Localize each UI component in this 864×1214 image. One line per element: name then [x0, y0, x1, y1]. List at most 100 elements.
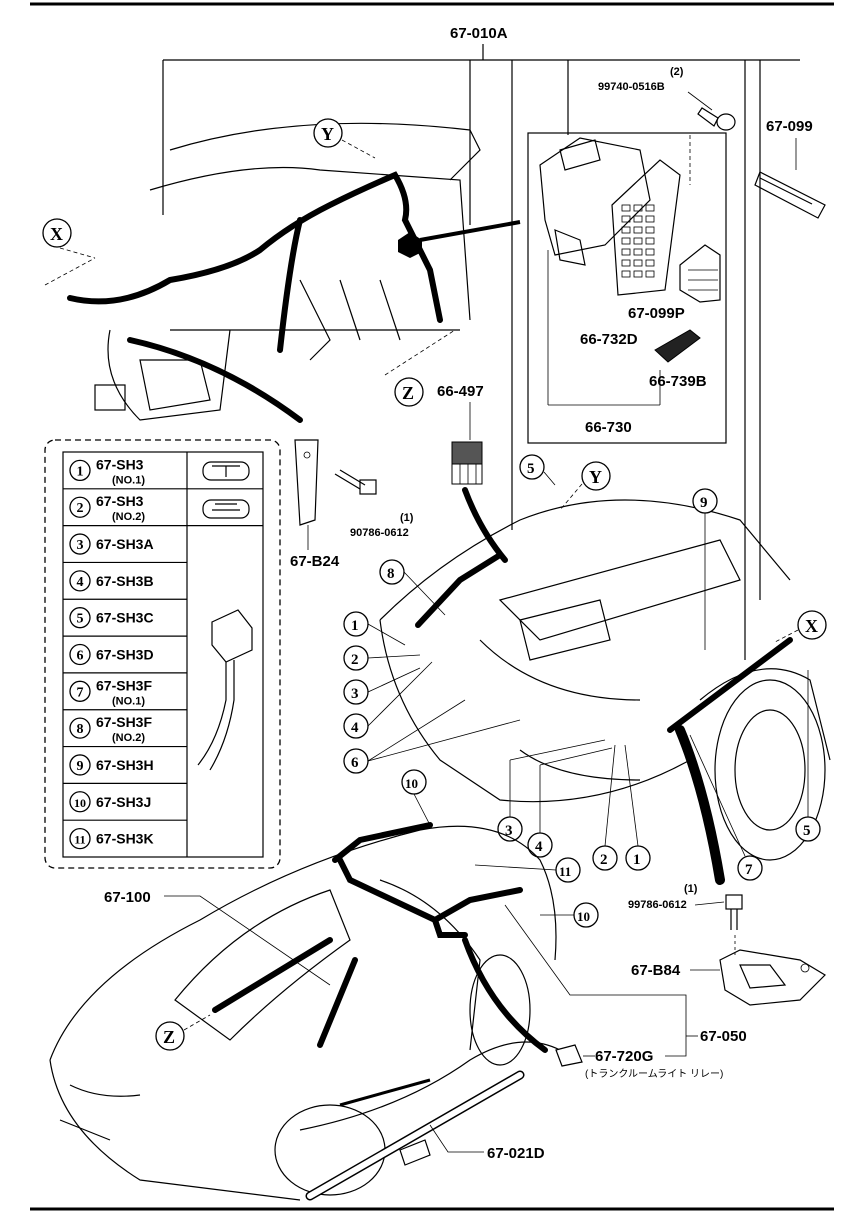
legend-frame — [44, 439, 281, 869]
clip-icon-no2 — [202, 499, 250, 519]
leader-67-010A — [162, 44, 800, 660]
legend-part: 67-SH3A — [96, 536, 154, 552]
legend-num: 2 — [77, 501, 84, 516]
bolt-99786-0612-illustration — [725, 894, 743, 930]
legend-num-circle — [69, 496, 91, 518]
legend-num: 11 — [74, 833, 85, 847]
ref-7 — [737, 855, 763, 881]
legend-num: 7 — [77, 685, 84, 700]
clip-legend-table — [62, 451, 264, 858]
svg-text:1: 1 — [633, 852, 641, 868]
callout-66-739B: 66-739B — [649, 373, 707, 390]
callout-66-730: 66-730 — [585, 419, 632, 436]
screw-illustration — [697, 107, 736, 131]
bolt-90786-0612-illustration — [334, 469, 377, 495]
svg-text:6: 6 — [351, 755, 359, 771]
dash-harness-branch — [277, 217, 303, 353]
legend-part: 67-SH3F — [96, 714, 152, 730]
view-marker-z-upper — [394, 377, 424, 407]
engine-bay-illustration — [379, 499, 831, 861]
legend-num: 5 — [77, 612, 84, 627]
harness-to-bracket — [675, 725, 725, 885]
legend-num: 6 — [77, 649, 84, 664]
view-marker-z-lower — [155, 1021, 185, 1051]
callout-90786-0612: 90786-0612 — [350, 527, 409, 539]
legend-num-circle — [69, 754, 91, 776]
legend-part: 67-SH3H — [96, 757, 154, 773]
legend-part: 67-SH3 — [96, 493, 144, 509]
callout-screw-qty: (2) — [670, 66, 684, 78]
legend-num: 8 — [77, 722, 84, 737]
svg-text:4: 4 — [351, 720, 359, 736]
clip-icon-generic — [197, 609, 253, 771]
ref-circles: 1 2 3 4 6 8 5 9 3 4 2 — [343, 454, 821, 928]
bracket-67-B24-illustration — [294, 439, 319, 526]
legend-sub: (NO.2) — [112, 732, 145, 744]
svg-text:X: X — [805, 616, 818, 636]
svg-text:2: 2 — [351, 652, 359, 668]
legend-part: 67-SH3 — [96, 456, 144, 472]
legend-num: 1 — [77, 464, 84, 479]
legend-num-circle — [69, 827, 91, 850]
callout-67-099P: 67-099P — [628, 305, 685, 322]
fuse-cluster-67-099P — [679, 244, 721, 303]
legend-num-circle — [69, 533, 91, 555]
callout-67-099: 67-099 — [766, 118, 813, 135]
legend-num: 4 — [77, 575, 84, 590]
legend-part: 67-SH3D — [96, 647, 154, 663]
legend-part: 67-SH3J — [96, 794, 151, 810]
ref-5-top — [519, 454, 545, 480]
svg-text:2: 2 — [600, 852, 608, 868]
clip-icon-no1 — [202, 461, 250, 481]
dashboard-illustration — [94, 122, 481, 421]
svg-text:4: 4 — [535, 839, 543, 855]
legend-part: 67-SH3K — [96, 831, 154, 847]
svg-text:Y: Y — [589, 467, 602, 487]
relay-67-720G-illustration — [555, 1044, 583, 1067]
svg-text:9: 9 — [700, 495, 708, 511]
fuse-box-detail-frame — [527, 132, 727, 444]
view-marker-x-upper — [42, 218, 72, 248]
callout-66-497: 66-497 — [437, 383, 484, 400]
callout-67-100: 67-100 — [104, 889, 151, 906]
legend-rows: 1 67-SH3 (NO.1) 2 67-SH3 (NO.2) 3 67-SH3A 4 67-SH… — [63, 456, 263, 850]
x-harness-segment — [667, 637, 793, 733]
callout-67-720G: 67-720G — [595, 1048, 653, 1065]
svg-text:10: 10 — [405, 776, 418, 791]
callout-67-010A: 67-010A — [450, 25, 508, 42]
legend-num-circle — [69, 680, 91, 702]
legend-num-circle — [69, 717, 91, 739]
svg-text:1: 1 — [351, 618, 359, 634]
legend-part: 67-SH3C — [96, 610, 154, 626]
callout-99786-0612: 99786-0612 — [628, 899, 687, 911]
callout-66-732D: 66-732D — [580, 331, 638, 348]
dash-harness-lower — [127, 337, 303, 423]
legend-num-circle — [69, 791, 91, 813]
fuse-puller-66-739B — [654, 329, 701, 363]
svg-text:11: 11 — [559, 864, 571, 879]
view-marker-y-upper — [313, 118, 343, 148]
callout-67-050: 67-050 — [700, 1028, 747, 1045]
legend-num-circle — [69, 607, 91, 629]
svg-text:Y: Y — [321, 124, 334, 144]
svg-text:10: 10 — [577, 909, 590, 924]
bracket-67-B84-illustration — [719, 949, 826, 1006]
legend-sub: (NO.2) — [112, 511, 145, 523]
callout-67-720G-note: (トランクルームライト リレー) — [585, 1068, 723, 1080]
callout-67-B84: 67-B84 — [631, 962, 681, 979]
svg-text:X: X — [50, 224, 63, 244]
legend-num: 3 — [77, 538, 84, 553]
callout-bolt2-qty: (1) — [684, 883, 698, 895]
view-marker-x-right — [797, 610, 827, 640]
dash-harness — [67, 171, 443, 323]
svg-text:Z: Z — [163, 1027, 175, 1047]
car-body-illustration — [49, 825, 561, 1201]
svg-text:3: 3 — [505, 823, 513, 839]
svg-text:7: 7 — [745, 862, 753, 878]
svg-text:8: 8 — [387, 566, 395, 582]
legend-sub: (NO.1) — [112, 695, 145, 707]
view-marker-y-mid — [581, 461, 611, 491]
callout-bolt1-qty: (1) — [400, 512, 414, 524]
fuse-box-illustration — [539, 137, 681, 296]
